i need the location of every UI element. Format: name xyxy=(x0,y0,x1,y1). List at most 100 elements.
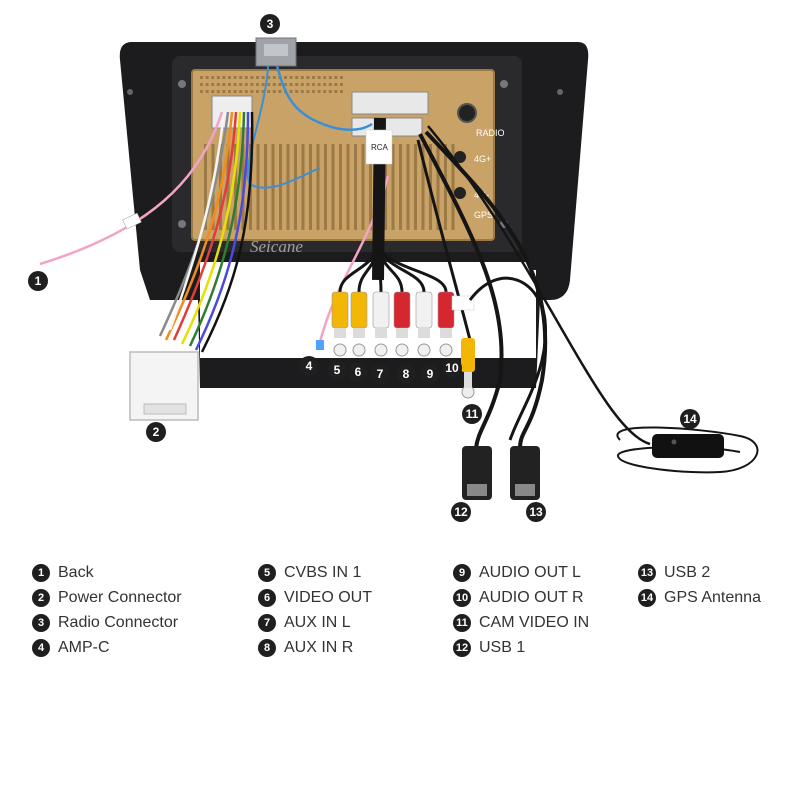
vent-hole xyxy=(284,83,287,86)
callout-9: 9 xyxy=(420,364,440,384)
video-out-plug-tip xyxy=(352,343,366,357)
vent-hole xyxy=(261,76,265,79)
heat-fin xyxy=(391,144,395,230)
legend-label: Radio Connector xyxy=(58,613,179,631)
vent-hole xyxy=(312,76,315,79)
rca-cable-group xyxy=(331,239,455,357)
vent-hole xyxy=(289,83,293,86)
audio-out-r-plug xyxy=(437,291,455,329)
gps-antenna-module xyxy=(652,434,724,458)
radio-antenna-port xyxy=(457,103,477,123)
vent-hole xyxy=(250,76,254,79)
heat-fin xyxy=(204,144,207,230)
cvbs-in-1-plug-tip xyxy=(333,343,347,357)
heat-fin xyxy=(286,144,290,230)
4g-plus-port xyxy=(454,151,466,163)
cvbs-in-1-plug-ring xyxy=(334,328,346,338)
cam-video-plug xyxy=(461,338,475,372)
vent-hole xyxy=(284,76,287,79)
heat-fin xyxy=(414,144,417,230)
vent-hole xyxy=(306,90,310,93)
power-connector-plug-clip xyxy=(143,403,187,415)
callout-10: 10 xyxy=(442,358,462,378)
vent-hole xyxy=(289,90,293,93)
vent-hole xyxy=(256,76,259,79)
heat-fin xyxy=(399,144,402,230)
frame-right-rail xyxy=(530,120,552,270)
vent-hole xyxy=(272,90,276,93)
cvbs-in-1-plug xyxy=(331,291,349,329)
legend-label: AUX IN L xyxy=(284,613,351,631)
vent-hole xyxy=(306,83,310,86)
screw-hole xyxy=(178,80,186,88)
vent-hole xyxy=(239,83,243,86)
screw-hole xyxy=(127,89,133,95)
vent-hole xyxy=(233,76,237,79)
heat-fin xyxy=(406,144,410,230)
vent-hole xyxy=(295,76,299,79)
vent-hole xyxy=(323,83,327,86)
vent-hole xyxy=(289,76,293,79)
legend-label: USB 2 xyxy=(664,563,711,581)
video-out-plug-ring xyxy=(353,328,365,338)
vent-hole xyxy=(244,90,248,93)
legend-number: 13 xyxy=(638,563,656,582)
legend-number: 1 xyxy=(32,563,50,582)
callout-12: 12 xyxy=(451,502,471,522)
callout-11: 11 xyxy=(462,404,482,424)
aux-in-r-plug-ring xyxy=(396,328,408,338)
callout-2: 2 xyxy=(146,422,166,442)
gps-antenna-coil xyxy=(616,426,759,474)
usb-2-port-face xyxy=(515,484,535,496)
callout-14: 14 xyxy=(680,409,700,429)
vent-hole xyxy=(300,83,304,86)
heat-fin xyxy=(354,144,357,230)
vent-hole xyxy=(205,76,209,79)
heat-fin xyxy=(361,144,365,230)
usb-1-port-face xyxy=(467,484,487,496)
gps-antenna-logo xyxy=(671,439,677,445)
callout-13: 13 xyxy=(526,502,546,522)
vent-hole xyxy=(222,76,226,79)
vent-hole xyxy=(267,76,271,79)
legend-number: 11 xyxy=(453,613,471,632)
radio-connector-wire xyxy=(275,65,373,131)
callout-1: 1 xyxy=(28,271,48,291)
vent-hole xyxy=(323,76,327,79)
legend-number: 6 xyxy=(258,588,276,607)
head-unit-illustration: RADIO 4G+ 4G- GPS Seicane xyxy=(39,37,759,500)
vent-hole xyxy=(200,90,203,93)
heat-fin xyxy=(369,144,372,230)
vent-hole xyxy=(233,90,237,93)
legend-item: 13 USB 2 xyxy=(638,560,761,585)
cam-video-plug-neck xyxy=(464,372,472,388)
vent-hole xyxy=(239,90,243,93)
legend-label: AUDIO OUT R xyxy=(479,588,584,606)
legend-label: USB 1 xyxy=(479,638,526,656)
vent-hole xyxy=(211,90,215,93)
vent-hole xyxy=(278,83,282,86)
vent-hole xyxy=(244,76,248,79)
legend-number: 14 xyxy=(638,588,656,607)
legend-number: 2 xyxy=(32,588,50,607)
vent-hole xyxy=(340,83,343,86)
heat-fin xyxy=(234,144,237,230)
vent-hole xyxy=(334,76,338,79)
vent-hole xyxy=(272,76,276,79)
cam-video-tag xyxy=(451,295,475,311)
vent-hole xyxy=(300,90,304,93)
heat-fin xyxy=(309,144,312,230)
vent-hole xyxy=(222,83,226,86)
legend-number: 8 xyxy=(258,638,276,657)
